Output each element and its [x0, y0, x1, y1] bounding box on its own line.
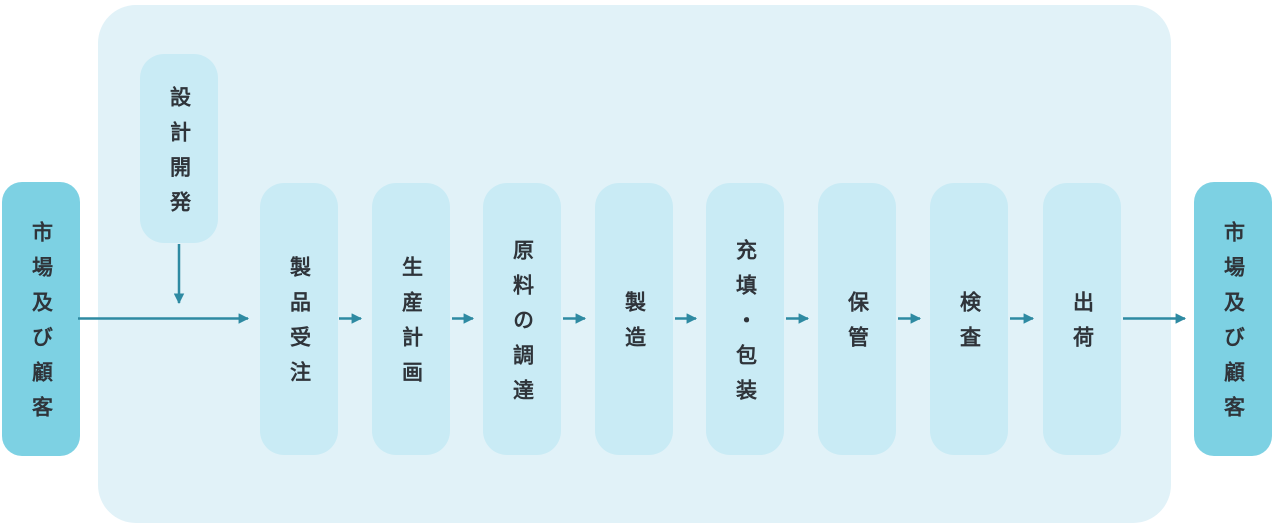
node-inspection: 検査 [930, 183, 1008, 455]
node-inspection-label: 検査 [957, 291, 981, 361]
node-filling-packaging: 充填・包装 [706, 183, 784, 455]
node-product-order-label: 製品受注 [287, 256, 311, 396]
node-manufacturing: 製造 [595, 183, 673, 455]
node-storage-label: 保管 [845, 291, 869, 361]
node-market-customer-right: 市場及び顧客 [1194, 182, 1272, 456]
node-filling-packaging-label: 充填・包装 [733, 238, 757, 414]
node-market-customer-left: 市場及び顧客 [2, 182, 80, 456]
node-production-planning: 生産計画 [372, 183, 450, 455]
node-production-planning-label: 生産計画 [399, 256, 423, 396]
node-shipping: 出荷 [1043, 183, 1121, 455]
node-market-customer-left-label: 市場及び顧客 [29, 221, 53, 431]
node-market-customer-right-label: 市場及び顧客 [1221, 221, 1245, 431]
node-shipping-label: 出荷 [1070, 291, 1094, 361]
node-design-development: 設計開発 [140, 54, 218, 243]
node-product-order: 製品受注 [260, 183, 338, 455]
node-raw-material-procurement-label: 原料の調達 [510, 238, 534, 414]
node-storage: 保管 [818, 183, 896, 455]
node-raw-material-procurement: 原料の調達 [483, 183, 561, 455]
node-manufacturing-label: 製造 [622, 291, 646, 361]
node-design-development-label: 設計開発 [167, 85, 191, 226]
